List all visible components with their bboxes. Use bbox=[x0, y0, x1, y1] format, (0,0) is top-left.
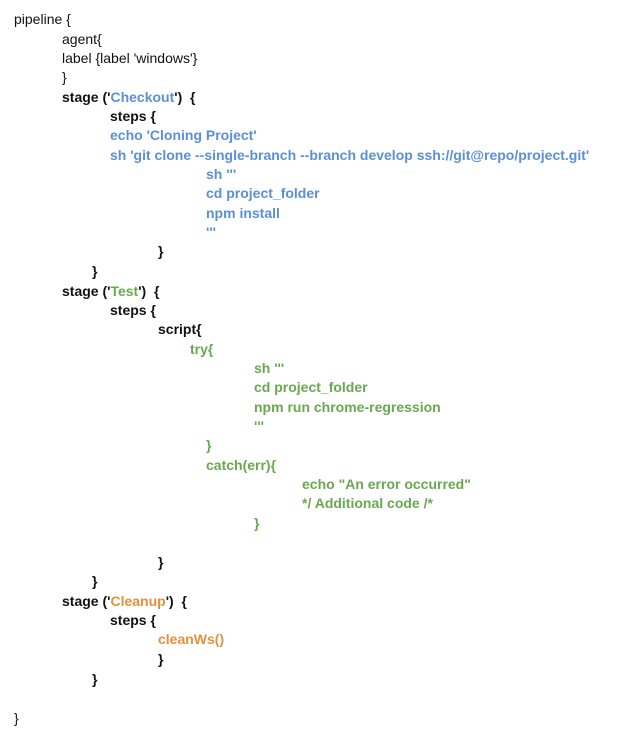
code-token: } bbox=[158, 243, 164, 259]
code-token: } bbox=[254, 515, 260, 531]
code-token: echo "An error occurred" bbox=[302, 476, 471, 492]
code-line: stage ('Cleanup') { bbox=[62, 592, 187, 611]
code-token: Cleanup bbox=[110, 593, 166, 609]
code-line: npm run chrome-regression bbox=[254, 398, 441, 417]
code-token: Test bbox=[110, 283, 139, 299]
code-token: agent{ bbox=[62, 31, 102, 47]
code-line: } bbox=[254, 514, 259, 533]
code-line: stage ('Checkout') { bbox=[62, 88, 195, 107]
code-token: } bbox=[62, 69, 67, 85]
code-line: stage ('Test') { bbox=[62, 282, 159, 301]
code-line: } bbox=[206, 436, 211, 455]
code-token: } bbox=[206, 437, 212, 453]
code-token: stage (' bbox=[62, 89, 111, 105]
code-token: echo 'Cloning Project' bbox=[110, 127, 257, 143]
code-token: ''' bbox=[206, 224, 216, 240]
code-token: cd project_folder bbox=[206, 185, 320, 201]
code-line: */ Additional code /* bbox=[302, 494, 433, 513]
code-line: cd project_folder bbox=[206, 184, 320, 203]
code-token: catch(err){ bbox=[206, 457, 277, 473]
code-token: Checkout bbox=[110, 89, 175, 105]
code-token: npm install bbox=[206, 205, 280, 221]
code-line: cleanWs() bbox=[158, 630, 224, 649]
code-token: script{ bbox=[158, 321, 202, 337]
code-line: catch(err){ bbox=[206, 456, 276, 475]
code-line: } bbox=[158, 242, 163, 261]
code-line: } bbox=[92, 262, 97, 281]
code-line: echo "An error occurred" bbox=[302, 475, 471, 494]
code-line: try{ bbox=[190, 340, 213, 359]
code-token: ') { bbox=[165, 593, 187, 609]
code-line: npm install bbox=[206, 204, 280, 223]
code-token: try{ bbox=[190, 341, 214, 357]
code-token: } bbox=[158, 554, 164, 570]
code-line: } bbox=[158, 650, 163, 669]
code-token: steps { bbox=[110, 612, 156, 628]
code-token: ''' bbox=[254, 418, 264, 434]
code-line: sh ''' bbox=[254, 359, 284, 378]
code-line: } bbox=[62, 68, 67, 87]
code-line: ''' bbox=[206, 223, 216, 242]
code-token: } bbox=[14, 710, 19, 726]
code-token: } bbox=[158, 651, 164, 667]
code-token: ') { bbox=[138, 283, 160, 299]
code-line: steps { bbox=[110, 301, 156, 320]
code-token: sh ''' bbox=[254, 360, 285, 376]
code-token: sh 'git clone --single-branch --branch d… bbox=[110, 147, 590, 163]
code-line: ''' bbox=[254, 417, 264, 436]
code-line: sh 'git clone --single-branch --branch d… bbox=[110, 146, 589, 165]
code-line: agent{ bbox=[62, 30, 102, 49]
code-token: pipeline { bbox=[14, 11, 71, 27]
code-token: stage (' bbox=[62, 283, 111, 299]
code-line: } bbox=[158, 553, 163, 572]
code-token: */ Additional code /* bbox=[302, 495, 433, 511]
code-line: label {label 'windows'} bbox=[62, 49, 197, 68]
code-token: steps { bbox=[110, 302, 156, 318]
code-line: pipeline { bbox=[14, 10, 71, 29]
code-token: label {label 'windows'} bbox=[62, 50, 198, 66]
code-token: stage (' bbox=[62, 593, 111, 609]
code-token: } bbox=[92, 671, 98, 687]
code-line: cd project_folder bbox=[254, 378, 368, 397]
code-token: ') { bbox=[174, 89, 196, 105]
code-token: sh ''' bbox=[206, 166, 237, 182]
code-token: } bbox=[92, 263, 98, 279]
code-line: } bbox=[14, 709, 19, 728]
code-line: } bbox=[92, 572, 97, 591]
code-line: sh ''' bbox=[206, 165, 236, 184]
code-line: } bbox=[92, 670, 97, 689]
code-line: echo 'Cloning Project' bbox=[110, 126, 257, 145]
code-token: } bbox=[92, 573, 98, 589]
code-line: script{ bbox=[158, 320, 202, 339]
code-token: npm run chrome-regression bbox=[254, 399, 441, 415]
code-token: cd project_folder bbox=[254, 379, 368, 395]
code-line: steps { bbox=[110, 611, 156, 630]
code-token: steps { bbox=[110, 108, 156, 124]
code-token: cleanWs() bbox=[158, 631, 225, 647]
code-line: steps { bbox=[110, 107, 156, 126]
